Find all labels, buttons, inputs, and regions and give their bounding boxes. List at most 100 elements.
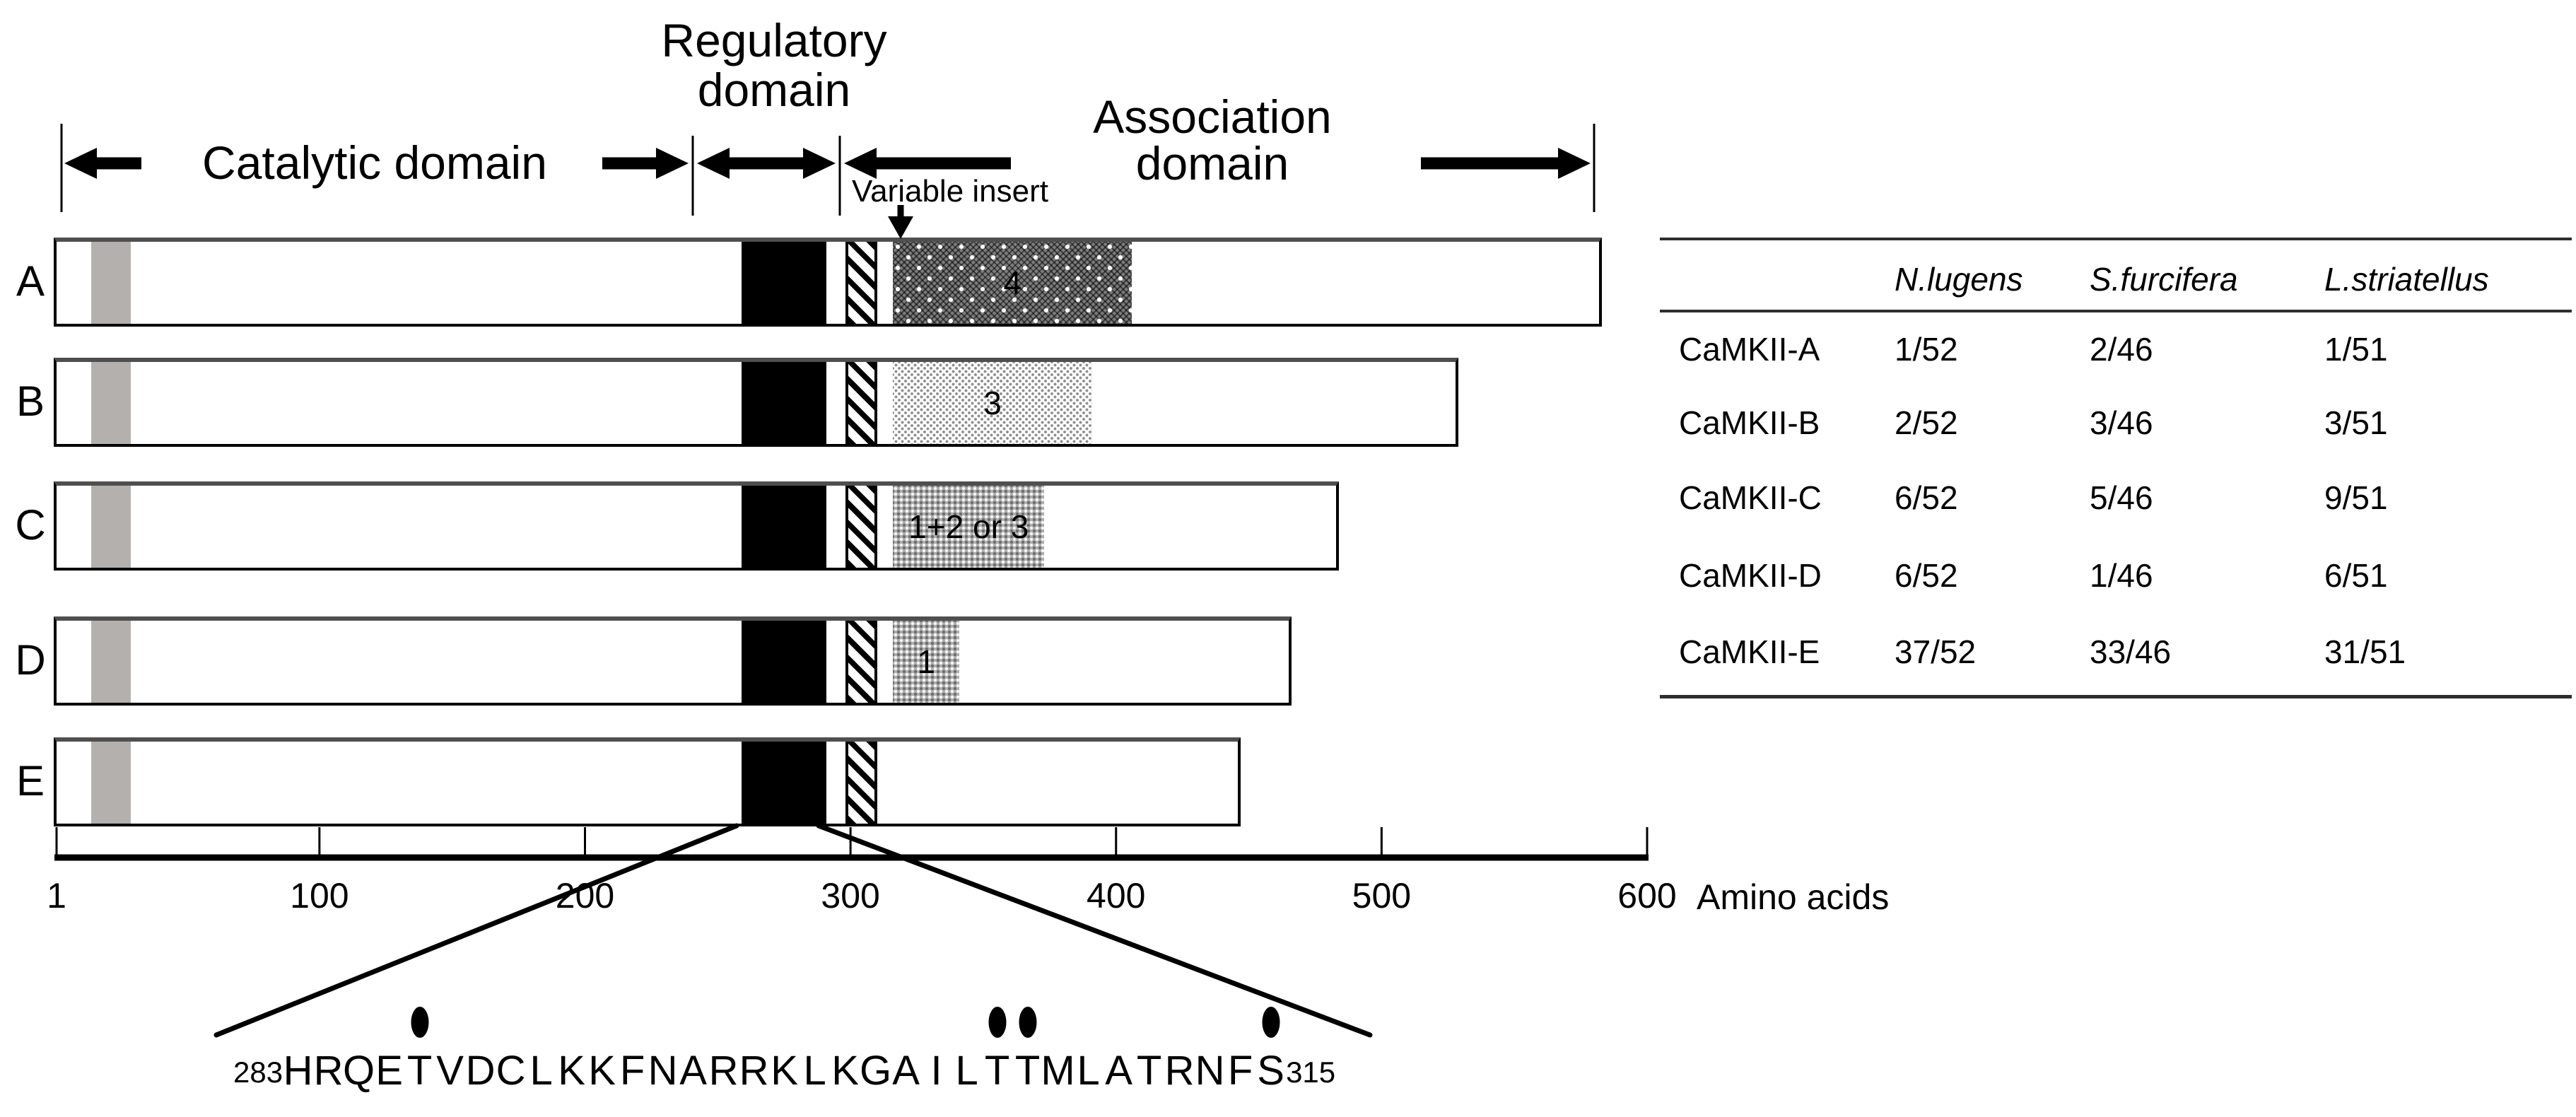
table-rule xyxy=(1660,695,2572,698)
bar-B-regulatory-black-box xyxy=(742,362,827,444)
insert-label-B: 3 xyxy=(983,385,1002,421)
residue-287-T: T xyxy=(404,1007,435,1092)
bar-A-variable-insert: 4 xyxy=(893,242,1132,324)
axis-tick-label-100: 100 xyxy=(290,876,349,916)
isoform-bar-E xyxy=(54,737,1241,826)
insert-label-D: 1 xyxy=(917,643,935,680)
association-domain-label-line2: domain xyxy=(1135,137,1289,189)
association-domain-label: Association domain xyxy=(1050,93,1375,187)
table-value-CaMKII-B-col2: 3/46 xyxy=(2090,404,2153,441)
bar-E-regulatory-black-box xyxy=(742,742,827,824)
isoform-bar-A: 4 xyxy=(54,238,1603,327)
residue-284-R: R xyxy=(313,1048,344,1094)
residue-294-F: F xyxy=(619,1048,645,1094)
table-row-name-CaMKII-E: CaMKII-E xyxy=(1679,633,1820,670)
regulatory-domain-label-line2: domain xyxy=(697,64,851,116)
residue-289-D: D xyxy=(465,1048,496,1094)
table-value-CaMKII-A-col3: 1/51 xyxy=(2324,331,2388,368)
residue-285-Q: Q xyxy=(343,1048,375,1094)
table-value-CaMKII-A-col2: 2/46 xyxy=(2090,331,2153,368)
axis-tick-label-400: 400 xyxy=(1087,876,1146,916)
residue-314-F: F xyxy=(1227,1048,1253,1094)
residue-311-T: T xyxy=(1136,1048,1162,1094)
phospho-site-dot xyxy=(1019,1007,1037,1038)
bar-C-hatched-box xyxy=(845,486,877,568)
residue-291-L: L xyxy=(529,1048,553,1094)
residue-293-K: K xyxy=(588,1048,616,1094)
axis-tick-label-600: 600 xyxy=(1617,876,1677,916)
table-value-CaMKII-B-col3: 3/51 xyxy=(2324,404,2388,441)
residue-310-A: A xyxy=(1105,1048,1132,1094)
isoform-letter-D: D xyxy=(15,636,46,684)
residue-286-E: E xyxy=(375,1048,403,1094)
table-value-CaMKII-C-col2: 5/46 xyxy=(2090,479,2153,516)
axis-tick-label-200: 200 xyxy=(555,876,615,916)
residue-283-H: H xyxy=(283,1048,313,1094)
bar-A-hatched-box xyxy=(845,242,877,324)
bar-E-nterm-gray-band xyxy=(90,742,131,824)
table-value-CaMKII-C-col3: 9/51 xyxy=(2324,479,2388,516)
axis-tick-label-300: 300 xyxy=(821,876,880,916)
axis-tick-label-1: 1 xyxy=(47,876,66,916)
sequence-start-number: 283 xyxy=(233,1055,283,1089)
residue-313-N: N xyxy=(1195,1048,1225,1094)
residue-306-T: T xyxy=(982,1007,1012,1092)
isoform-letter-A: A xyxy=(16,257,45,305)
insert-label-C: 1+2 or 3 xyxy=(908,508,1029,545)
residue-305-L: L xyxy=(955,1048,978,1094)
residue-295-N: N xyxy=(648,1048,678,1094)
table-rule xyxy=(1660,238,2572,240)
sequence-end-number: 315 xyxy=(1286,1055,1336,1089)
table-value-CaMKII-E-col3: 31/51 xyxy=(2324,633,2406,670)
table-row-name-CaMKII-D: CaMKII-D xyxy=(1679,557,1822,594)
phospho-site-dot xyxy=(1262,1007,1280,1038)
residue-312-R: R xyxy=(1164,1048,1195,1094)
residue-302-G: G xyxy=(860,1048,892,1094)
table-rule xyxy=(1660,310,2572,312)
residue-298-R: R xyxy=(739,1048,769,1094)
isoform-bar-D: 1 xyxy=(54,616,1292,706)
association-domain-label-line1: Association xyxy=(1093,90,1332,143)
table-value-CaMKII-D-col3: 6/51 xyxy=(2324,557,2388,594)
isoform-bar-B: 3 xyxy=(54,358,1459,447)
residue-303-A: A xyxy=(892,1048,920,1094)
residue-292-K: K xyxy=(558,1048,585,1094)
table-header-S-furcifera: S.furcifera xyxy=(2090,261,2238,298)
residue-315-S: S xyxy=(1255,1007,1286,1092)
bar-B-nterm-gray-band xyxy=(90,362,131,444)
table-value-CaMKII-D-col1: 6/52 xyxy=(1895,557,1958,594)
table-value-CaMKII-E-col1: 37/52 xyxy=(1895,633,1977,670)
bar-D-variable-insert: 1 xyxy=(893,621,960,703)
bar-D-nterm-gray-band xyxy=(90,621,131,703)
bar-C-nterm-gray-band xyxy=(90,486,131,568)
table-value-CaMKII-D-col2: 1/46 xyxy=(2090,557,2153,594)
residue-309-L: L xyxy=(1077,1048,1100,1094)
residue-301-K: K xyxy=(831,1048,859,1094)
bar-E-hatched-box xyxy=(845,742,877,824)
axis-unit-label: Amino acids xyxy=(1697,877,1890,917)
table-row-name-CaMKII-B: CaMKII-B xyxy=(1679,404,1820,441)
bar-D-regulatory-black-box xyxy=(742,621,827,703)
isoform-letter-B: B xyxy=(16,378,45,425)
table-header-N-lugens: N.lugens xyxy=(1895,261,2023,298)
table-value-CaMKII-B-col1: 2/52 xyxy=(1895,404,1958,441)
regulatory-domain-label-line1: Regulatory xyxy=(661,14,887,66)
bar-C-regulatory-black-box xyxy=(742,486,827,568)
table-value-CaMKII-C-col1: 6/52 xyxy=(1895,479,1958,516)
bar-C-variable-insert: 1+2 or 3 xyxy=(893,486,1045,568)
residue-288-V: V xyxy=(436,1048,464,1094)
variable-insert-label: Variable insert xyxy=(852,174,1048,209)
bar-A-regulatory-black-box xyxy=(742,242,827,324)
isoform-bar-C: 1+2 or 3 xyxy=(54,481,1340,571)
bar-B-variable-insert: 3 xyxy=(893,362,1092,444)
residue-307-T: T xyxy=(1012,1007,1043,1092)
residue-290-C: C xyxy=(496,1048,526,1094)
phospho-site-dot xyxy=(988,1007,1007,1038)
bar-B-hatched-box xyxy=(845,362,877,444)
regulatory-domain-label: Regulatory domain xyxy=(615,16,933,115)
insert-label-A: 4 xyxy=(1003,264,1022,301)
bar-D-hatched-box xyxy=(845,621,877,703)
axis-tick-label-500: 500 xyxy=(1352,876,1412,916)
